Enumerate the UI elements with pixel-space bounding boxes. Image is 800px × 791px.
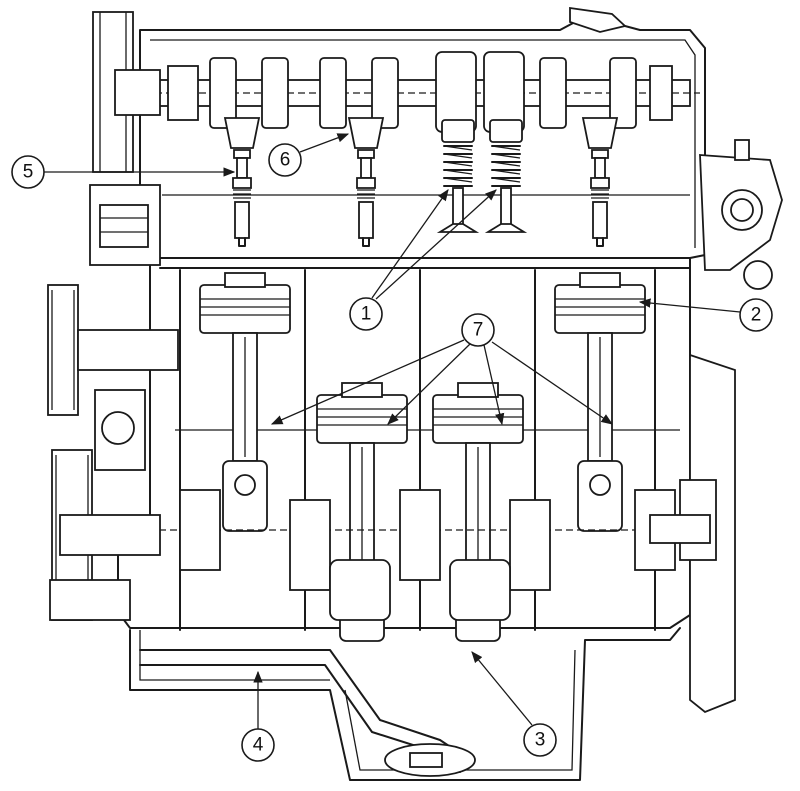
- callout-label: 3: [535, 730, 546, 751]
- callout-label: 7: [473, 320, 484, 341]
- spark-plug-1: [232, 149, 252, 247]
- callout-3: 3: [471, 651, 557, 757]
- callout-label: 1: [361, 304, 372, 325]
- sensor-top-right: [569, 6, 627, 33]
- thermostat-housing: [699, 139, 783, 290]
- spark-plug-4: [590, 149, 610, 247]
- spark-plug-boots: [223, 117, 619, 149]
- callout-label: 6: [280, 150, 291, 171]
- valve-assembly-intake: [439, 119, 477, 233]
- callout-4: 4: [241, 670, 275, 762]
- callout-1: 1: [349, 189, 497, 331]
- spark-plug-2: [356, 149, 376, 247]
- valve-assembly-exhaust: [487, 119, 525, 233]
- piston-cylinder-4: [554, 272, 646, 532]
- timing-pulley-upper: [92, 11, 161, 173]
- callout-label: 5: [23, 162, 34, 183]
- camshaft: [100, 51, 700, 133]
- callout-7: 7: [270, 313, 613, 426]
- distributor-housing: [89, 184, 161, 266]
- flywheel-housing: [649, 353, 736, 714]
- callout-6: 6: [268, 133, 350, 177]
- callout-5: 5: [11, 155, 236, 189]
- front-pulley-assembly: [47, 284, 179, 621]
- oil-pickup-tube: [139, 649, 476, 777]
- callout-label: 2: [751, 305, 762, 326]
- callout-2: 2: [638, 298, 773, 332]
- callout-label: 4: [253, 735, 264, 756]
- crankshaft: [60, 489, 720, 621]
